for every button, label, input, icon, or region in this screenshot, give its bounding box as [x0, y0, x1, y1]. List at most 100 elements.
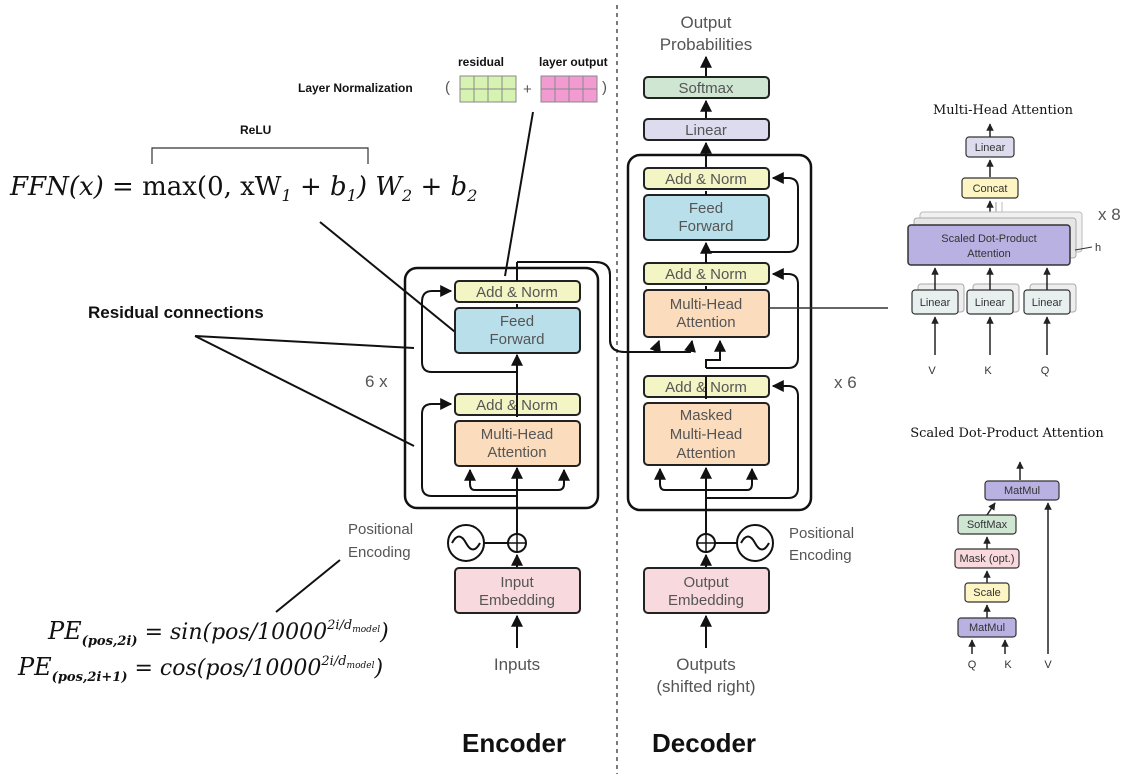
mha-detail-sdpa-label-1: Scaled Dot-Product: [941, 233, 1036, 245]
encoder-repeat-label: 6 x: [365, 372, 388, 391]
sdpa-detail-mask: [954, 548, 1020, 569]
residual-label: residual: [458, 55, 504, 69]
encoder-ff-label-1: Feed: [500, 313, 534, 330]
layer-output-grid: [540, 75, 598, 103]
relu-label: ReLU: [240, 123, 271, 137]
mha-detail-title: Multi-Head Attention: [933, 103, 1074, 118]
mha-detail-sdpa: [907, 224, 1071, 266]
decoder-masked-label: Masked: [680, 407, 733, 424]
mha-detail-linear-k: Linear: [966, 283, 1020, 315]
pe-pointer-line: [275, 559, 341, 613]
mha-detail-linear-top-label: Linear: [975, 142, 1006, 154]
ffn-max: max(0, xW: [142, 172, 282, 202]
decoder-flow-arrows: [654, 172, 799, 540]
decoder-linear-label: Linear: [685, 122, 727, 139]
output-probabilities-label-2: Probabilities: [660, 35, 753, 54]
encoder-title: Encoder: [462, 728, 566, 758]
ffn-lhs: FFN(x) =: [9, 172, 142, 202]
sdpa-detail-matmul-top-label: MatMul: [1004, 485, 1040, 497]
layer-norm-plus: +: [523, 81, 532, 98]
pe2-close: ): [373, 656, 383, 681]
residual-pointer-1: [194, 335, 415, 349]
sdpa-detail-k-label: K: [1004, 659, 1012, 671]
pe2-rhs: = cos(pos/10000: [128, 656, 322, 681]
decoder-title: Decoder: [652, 728, 756, 758]
mha-detail-linear-v: Linear: [911, 283, 965, 315]
decoder-pos-enc-label-1: Positional: [789, 525, 854, 542]
sdpa-detail-matmul-bottom: [957, 617, 1017, 638]
ffn-w2: W: [367, 172, 404, 202]
decoder-masked-mha: [643, 402, 770, 466]
sdpa-detail-v-label: V: [1044, 659, 1052, 671]
pe1-rhs: = sin(pos/10000: [138, 620, 328, 645]
decoder-ff-label-2: Forward: [678, 218, 733, 235]
decoder-pos-enc-label-2: Encoding: [789, 547, 852, 564]
pe1-lhs: PE: [47, 617, 82, 645]
positional-encoding-formulas: PE(pos,2i) = sin(pos/100002i/dmodel) PE(…: [17, 617, 389, 685]
output-embedding-label-1: Output: [683, 574, 729, 591]
encoder-multi-head-attention: [454, 420, 581, 467]
layer-norm-open-paren: (: [445, 79, 450, 96]
output-embedding: [643, 567, 770, 614]
pe2-exp: 2i/d: [320, 654, 346, 669]
mha-detail-concat-label: Concat: [973, 183, 1008, 195]
ffn-sub-b1: 1: [347, 186, 357, 205]
decoder-masked-mha-label-2: Attention: [676, 445, 735, 462]
layer-norm-close-paren: ): [602, 79, 607, 96]
decoder-masked-mha-label-1: Multi-Head: [670, 426, 743, 443]
sdpa-detail-mask-label: Mask (opt.): [959, 553, 1014, 565]
svg-text:PE(pos,2i+1) = cos(pos/100002i: PE(pos,2i+1) = cos(pos/100002i/dmodel): [17, 653, 383, 685]
decoder-mha-label-1: Multi-Head: [670, 296, 743, 313]
sdpa-detail-matmul-bottom-label: MatMul: [969, 622, 1005, 634]
decoder-mha-label-2: Attention: [676, 314, 735, 331]
pe2-sub: (pos,2i+1): [52, 670, 128, 685]
pe2-exp-sub: model: [347, 661, 375, 671]
input-embedding: [454, 567, 581, 614]
input-embedding-label-2: Embedding: [479, 592, 555, 609]
mha-detail-repeat: x 8: [1098, 205, 1121, 224]
ffn-pointer-line: [319, 221, 461, 337]
sdpa-detail-title: Scaled Dot-Product Attention: [910, 426, 1104, 441]
output-probabilities-label-1: Output: [680, 13, 731, 32]
ffn-plus-b: + b: [292, 172, 347, 202]
decoder-stack-frame: [626, 153, 813, 512]
decoder-linear: [643, 118, 770, 141]
sdpa-detail-softmax: [957, 514, 1017, 535]
mha-detail-linear-v-label: Linear: [920, 297, 951, 309]
residual-connections-label: Residual connections: [88, 303, 264, 322]
mha-detail-concat: [961, 177, 1019, 199]
mha-detail-linear-top: [965, 136, 1015, 158]
layer-norm-pointer-line: [504, 111, 534, 277]
sdpa-detail-q-label: Q: [968, 659, 977, 671]
inputs-label: Inputs: [494, 655, 540, 674]
encoder-pos-enc-label-1: Positional: [348, 521, 413, 538]
layer-normalization-annotation: Layer Normalization ( residual layer out…: [298, 55, 608, 103]
pe2-lhs: PE: [17, 653, 52, 681]
decoder-add-norm-1-label: Add & Norm: [665, 171, 747, 188]
residual-pointer-2: [194, 335, 415, 447]
sdpa-detail-scale: [964, 582, 1010, 603]
encoder-mha-label-2: Attention: [487, 444, 546, 461]
decoder-softmax-label: Softmax: [678, 80, 734, 97]
ffn-sub1: 1: [282, 186, 292, 205]
encoder-flow-arrows: [421, 261, 696, 540]
encoder-ff-label-2: Forward: [489, 331, 544, 348]
mha-detail-linear-q-label: Linear: [1032, 297, 1063, 309]
input-embedding-label-1: Input: [500, 574, 534, 591]
ffn-formula: ReLU FFN(x) = max(0, xW1 + b1) W2 + b2: [9, 123, 477, 205]
ffn-sub-b2: 2: [466, 186, 477, 205]
encoder-stack-frame: [403, 266, 600, 510]
decoder-add-norm-2-label: Add & Norm: [665, 266, 747, 283]
ffn-plus-b2: + b: [412, 172, 467, 202]
mha-detail-v-label: V: [928, 365, 936, 377]
pe1-exp-sub: model: [352, 625, 380, 635]
relu-bracket: [151, 147, 369, 164]
mha-detail-linear-k-label: Linear: [975, 297, 1006, 309]
mha-detail-q-label: Q: [1041, 365, 1050, 377]
sdpa-detail-matmul-top: [984, 480, 1060, 501]
mha-detail-h-label: h: [1095, 242, 1101, 254]
decoder-softmax: [643, 76, 770, 99]
outputs-label: Outputs: [676, 655, 736, 674]
svg-text:FFN(x) = max(0, xW1 + b1) W2 +: FFN(x) = max(0, xW1 + b1) W2 + b2: [9, 172, 477, 205]
mha-detail-k-label: K: [984, 365, 992, 377]
